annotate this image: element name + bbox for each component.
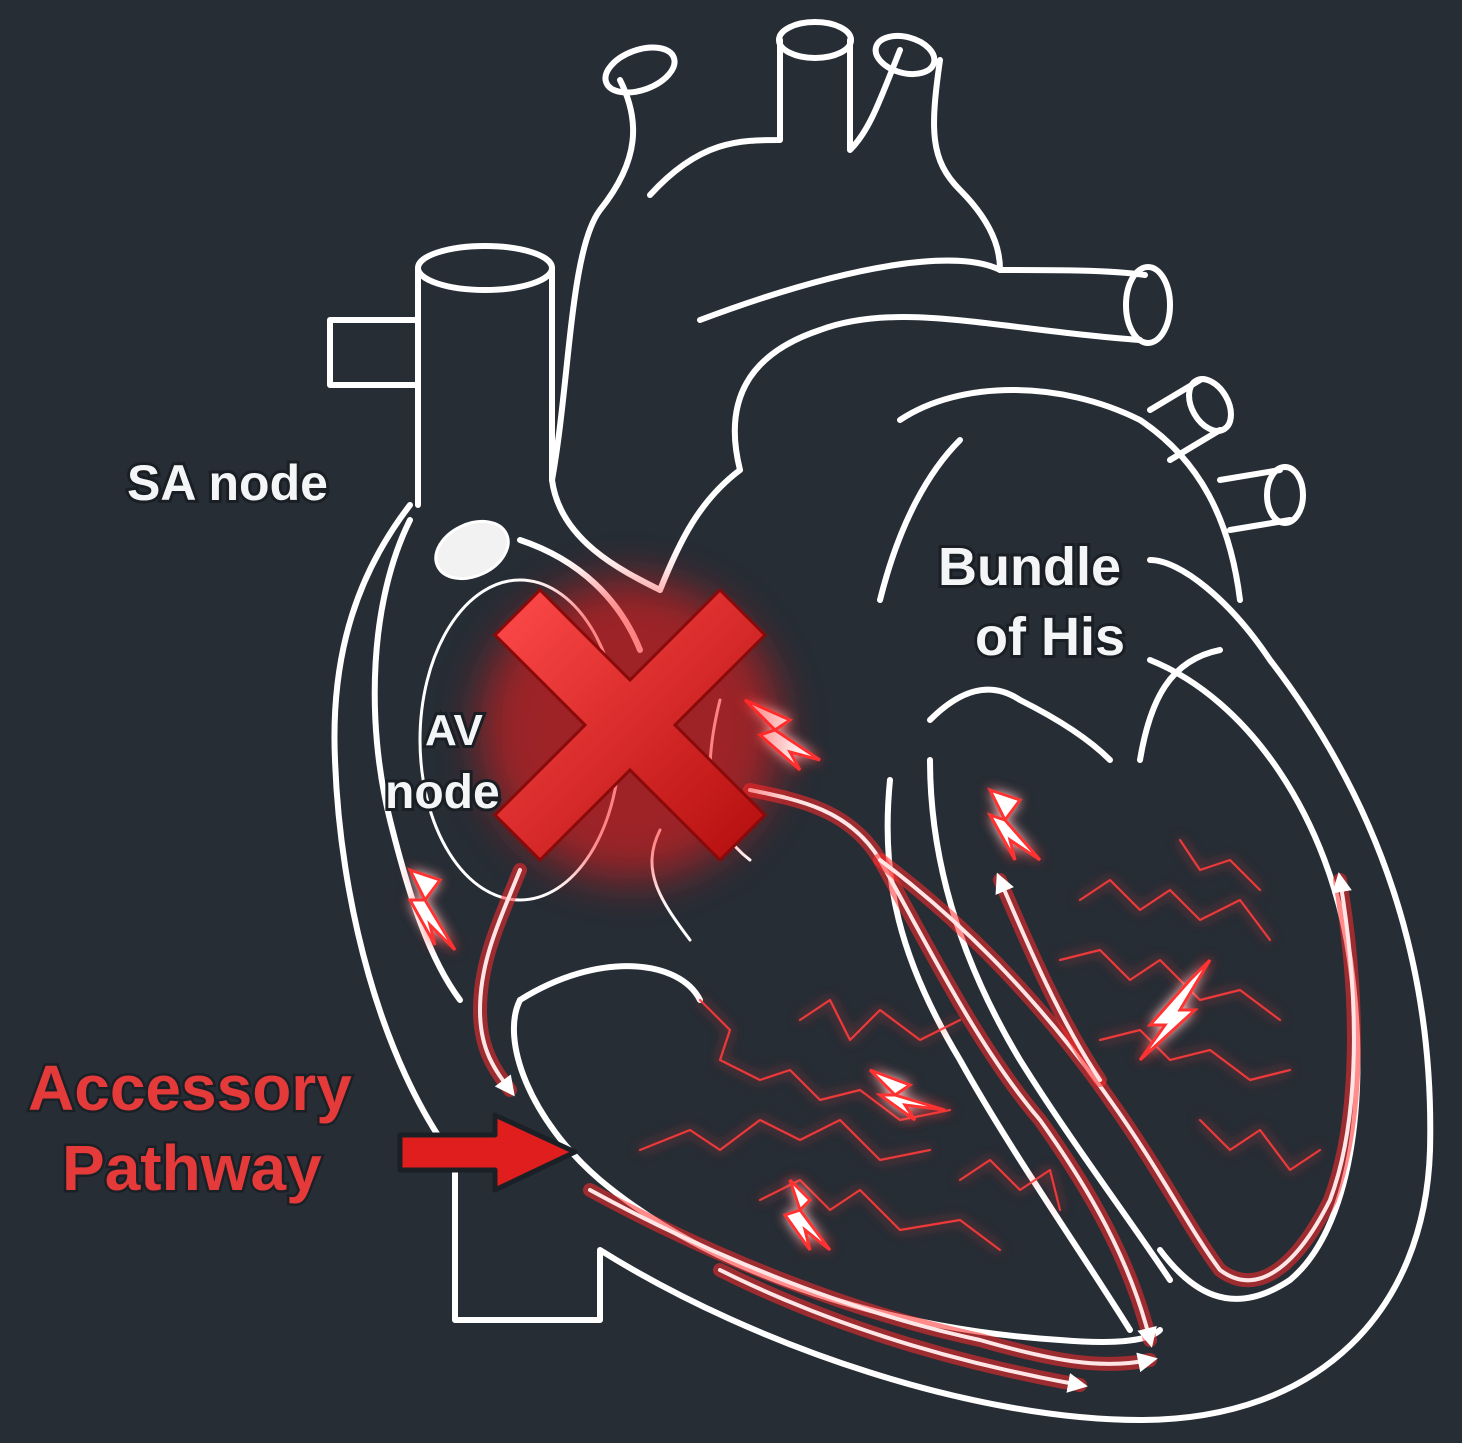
accessory-pathway-label-line1: Accessory	[28, 1052, 352, 1124]
lightning-bolt-icon	[990, 790, 1040, 860]
av-node-label-line1: AV	[425, 706, 484, 755]
lightning-bolt-icon	[785, 1180, 830, 1250]
x-block-icon	[480, 580, 780, 880]
bundle-of-his-label-line1: Bundle	[938, 537, 1121, 597]
sa-node-icon	[427, 510, 518, 589]
sa-node-label: SA node	[127, 455, 328, 511]
av-node-label-line2: node	[385, 766, 500, 819]
accessory-pathway-label-line2: Pathway	[62, 1132, 322, 1204]
lightning-bolt-icon	[410, 870, 455, 950]
bundle-of-his-label-line2: of His	[975, 607, 1125, 667]
